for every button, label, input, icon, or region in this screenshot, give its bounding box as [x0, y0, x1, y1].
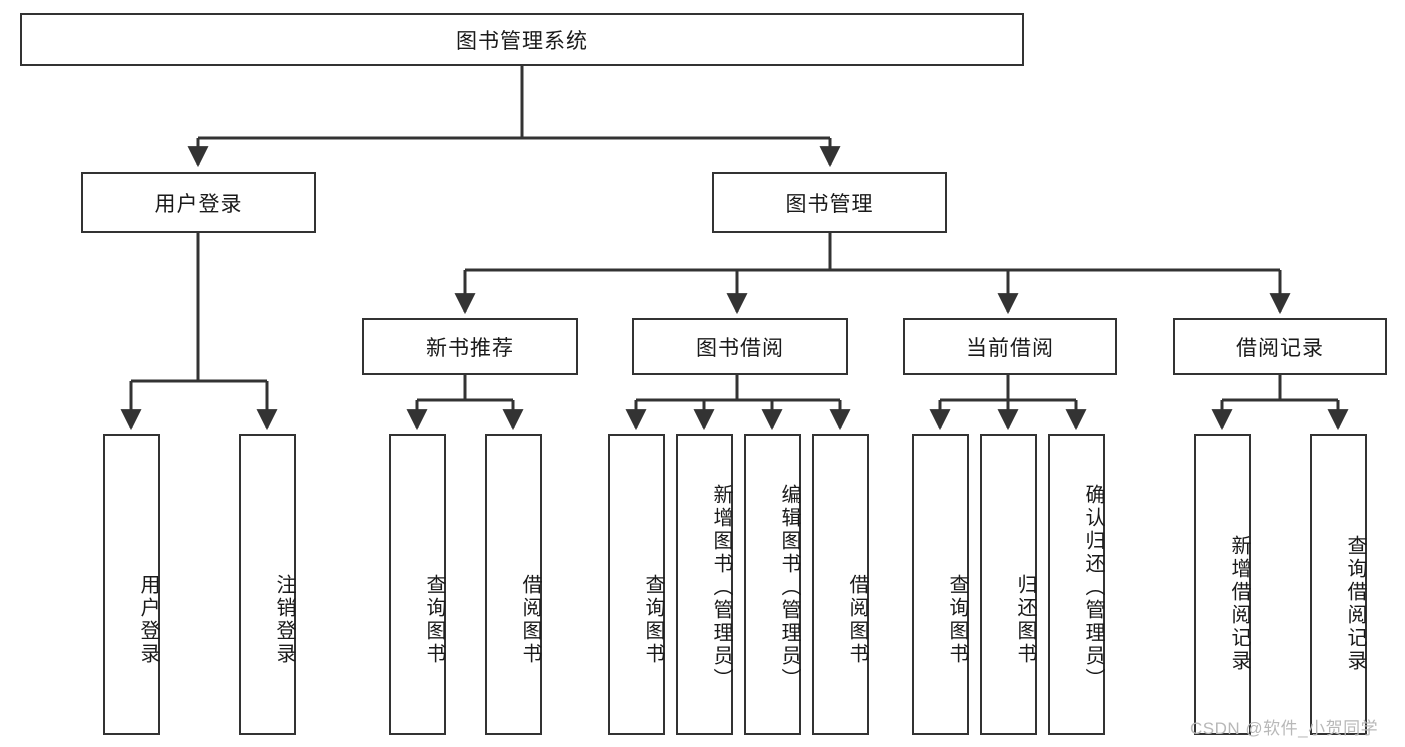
- node-user-login[interactable]: 用户登录: [81, 172, 316, 233]
- leaf-borrow-record-query[interactable]: 查询借阅记录: [1310, 434, 1367, 735]
- node-book-manage[interactable]: 图书管理: [712, 172, 947, 233]
- leaf-book-borrow-query[interactable]: 查询图书: [608, 434, 665, 735]
- node-current-borrow[interactable]: 当前借阅: [903, 318, 1117, 375]
- leaf-user-login-login[interactable]: 用户登录: [103, 434, 160, 735]
- node-new-book-recommend[interactable]: 新书推荐: [362, 318, 578, 375]
- leaf-book-borrow-edit[interactable]: 编辑图书（管理员）: [744, 434, 801, 735]
- leaf-current-borrow-query[interactable]: 查询图书: [912, 434, 969, 735]
- node-borrow-record[interactable]: 借阅记录: [1173, 318, 1387, 375]
- leaf-new-book-borrow[interactable]: 借阅图书: [485, 434, 542, 735]
- leaf-book-borrow-borrow[interactable]: 借阅图书: [812, 434, 869, 735]
- csdn-watermark: CSDN @软件_小贺同学: [1190, 719, 1379, 738]
- leaf-borrow-record-add[interactable]: 新增借阅记录: [1194, 434, 1251, 735]
- node-root-system[interactable]: 图书管理系统: [20, 13, 1024, 66]
- leaf-current-borrow-confirm[interactable]: 确认归还（管理员）: [1048, 434, 1105, 735]
- node-book-borrow[interactable]: 图书借阅: [632, 318, 848, 375]
- leaf-current-borrow-return[interactable]: 归还图书: [980, 434, 1037, 735]
- leaf-user-login-logout[interactable]: 注销登录: [239, 434, 296, 735]
- leaf-book-borrow-add[interactable]: 新增图书（管理员）: [676, 434, 733, 735]
- leaf-new-book-query[interactable]: 查询图书: [389, 434, 446, 735]
